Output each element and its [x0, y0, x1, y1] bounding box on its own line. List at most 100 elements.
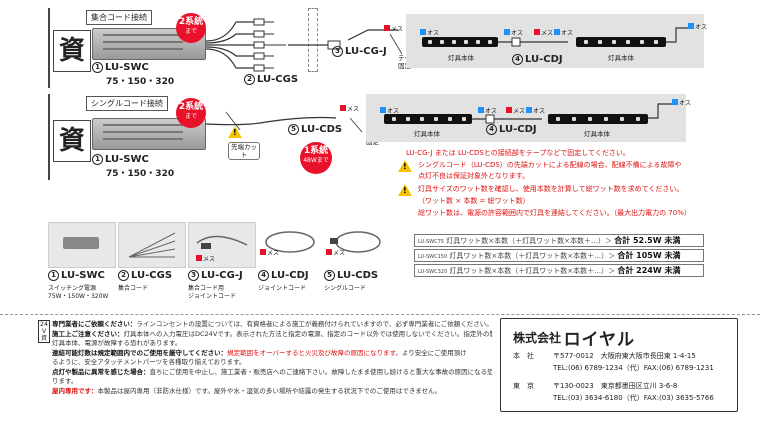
- footer-title: 点灯や製品に異常を感じた場合：: [52, 367, 150, 376]
- prod-desc-5a: シングルコード: [324, 285, 366, 292]
- warn1b: 点灯不良は保証対象外となります。: [418, 172, 530, 180]
- tokyo-label: 東 京: [513, 382, 534, 390]
- osu-label-2: オス: [504, 28, 523, 37]
- section2-kanji: 資: [53, 120, 91, 162]
- mesu-text: メス: [541, 30, 554, 37]
- footer-text: 灯具本体、電源が故障する恐れがあります。: [52, 339, 182, 347]
- num-badge: 4: [258, 270, 269, 281]
- num-badge: 2: [244, 74, 255, 85]
- prod-name: LU-CGS: [131, 270, 173, 281]
- osu-text: オス: [427, 30, 440, 37]
- warning-icon: [398, 160, 412, 172]
- footer-side-tag: 24V 資: [38, 320, 50, 343]
- mesu-text: メス: [203, 256, 216, 263]
- mesu-text: メス: [391, 26, 404, 33]
- mesu-text: メス: [513, 108, 526, 115]
- num-badge: 3: [188, 270, 199, 281]
- osu-text: オス: [485, 108, 498, 115]
- footer-title: 屋内専用です：: [52, 386, 98, 395]
- formula-prefix: LU-SWC320: [418, 269, 448, 275]
- cdj-cable: [498, 37, 568, 47]
- num-badge: 4: [486, 124, 497, 135]
- led-strip-1: [422, 37, 498, 47]
- section1-kanji: 資: [53, 30, 91, 72]
- channel-badge: 2系統 まで: [176, 13, 206, 43]
- formula-row: LU-SWC150 灯具ワット数×本数（＋灯具ワット数×本数＋…）＞ 合計 10…: [414, 249, 704, 262]
- badge-sub: まで: [184, 113, 197, 120]
- tokyo-zip: 〒130-0023 東京都墨田区立川 3-6-8: [553, 382, 678, 390]
- footer-text: るように、安全アタッチメントパーツを各種取り揃えております。: [52, 358, 246, 366]
- end-cable-2: [648, 103, 672, 119]
- cdj-cable-2: [472, 114, 542, 124]
- footer-line3: 連結可能灯数は規定範囲内でのご使用を厳守してください：規定範囲をオーバーすると火…: [52, 349, 492, 359]
- osu-text: オス: [695, 24, 708, 31]
- channel-badge-2: 2系統 まで: [176, 98, 206, 128]
- thumb-cdj: メス: [258, 222, 320, 266]
- badge-main: 2系統: [178, 17, 204, 27]
- formula-prefix: LU-SWC75: [418, 239, 444, 245]
- osu-label-3: オス: [554, 28, 573, 37]
- product-watts: 75・150・320: [106, 77, 175, 87]
- led-strip-3: [384, 114, 472, 124]
- prod-name: LU-CDS: [337, 270, 379, 281]
- num-badge: 5: [288, 124, 299, 135]
- warning-block-2: 灯具サイズのワット数を確認し、使用本数を計算して総ワット数を求めてください。 （…: [398, 184, 691, 217]
- formula-total: 合計 105W 未満: [617, 251, 681, 260]
- prod-desc-4a: ジョイントコード: [258, 285, 307, 292]
- cgj-name: LU-CG-J: [345, 46, 387, 57]
- tape-pointer-2: [349, 117, 363, 133]
- prod-desc-1b: 75W・150W・320W: [48, 293, 109, 300]
- osu-text: オス: [533, 108, 546, 115]
- prod-name: LU-CDJ: [271, 270, 309, 281]
- footer-notes: 専門業者にご依頼ください：ラインコンセントの設置については、有資格者による施工が…: [52, 320, 492, 396]
- footer-text: より安全にご使用頂け: [401, 348, 467, 357]
- badge-sub: まで: [184, 28, 197, 35]
- badge-main: 1系統: [303, 146, 329, 156]
- fixture4-label: 灯具本体: [584, 130, 610, 138]
- warning-block-1: シングルコード（LU-CDS）の先端カットによる配線の場合、配線不備による故障や…: [398, 160, 681, 180]
- tape-pointer: [389, 33, 403, 55]
- osu-text: オス: [387, 108, 400, 115]
- num-badge: 1: [92, 154, 103, 165]
- section2-line: [48, 94, 50, 180]
- formula-expr: 灯具ワット数×本数（＋灯具ワット数×本数＋…）＞: [446, 237, 612, 245]
- section1-tag: 集合コード接続: [86, 10, 152, 25]
- footer-text: 本製品は屋内専用（非防水仕様）です。屋外や水・湿気の多い場所や結露の発生する状況…: [97, 386, 442, 395]
- footer-divider: [0, 314, 760, 316]
- cut-warning-icon: [228, 126, 246, 138]
- footer-line2b: 灯具本体、電源が故障する恐れがあります。: [52, 339, 492, 349]
- num-badge: 4: [512, 54, 523, 65]
- led-strip-4: [548, 114, 648, 124]
- product-watts-2: 75・150・320: [106, 169, 175, 179]
- company-logo: ロイヤル: [563, 330, 636, 350]
- footer-red: 規定範囲をオーバーすると火災及び故障の原因になります。: [227, 348, 402, 357]
- osu-text: オス: [679, 100, 692, 107]
- formula-total: 合計 52.5W 未満: [614, 236, 681, 245]
- warn1a: シングルコード（LU-CDS）の先端カットによる配線の場合、配線不備による故障や: [418, 161, 682, 169]
- osu-label-s2: オス: [380, 106, 399, 115]
- formula-row: LU-SWC75 灯具ワット数×本数（＋灯具ワット数×本数＋…）＞ 合計 52.…: [414, 234, 704, 247]
- prod-desc-1a: スイッチング電源: [48, 285, 97, 292]
- osu-label-s2end: オス: [672, 98, 691, 107]
- section1-line: [48, 8, 50, 88]
- section2: 資 シングルコード接続 2系統 まで 1LU-SWC 75・150・320 先端…: [48, 94, 760, 180]
- tape-fix-note: LU-CG-J または LU-CDSとの接続部をテープなどで固定してください。: [406, 149, 630, 157]
- cgs-cables: [206, 18, 286, 72]
- warn2c: 総ワット数は、電源の許容範囲内で灯具を連結してください。（最大出力電力の 70%…: [418, 209, 691, 217]
- warn2a: 灯具サイズのワット数を確認し、使用本数を計算して総ワット数を求めてください。: [418, 185, 684, 193]
- formula-list: LU-SWC75 灯具ワット数×本数（＋灯具ワット数×本数＋…）＞ 合計 52.…: [414, 234, 704, 277]
- fixture2-label: 灯具本体: [608, 54, 634, 62]
- hq-label: 本 社: [513, 352, 534, 360]
- footer-title: 連結可能灯数は規定範囲内でのご使用を厳守してください：: [52, 348, 228, 357]
- hq-zip: 〒577-0012 大阪府東大阪市長田東 1-4-15: [553, 352, 696, 360]
- cdj-name: LU-CDJ: [525, 54, 563, 65]
- formula-row: LU-SWC320 灯具ワット数×本数（＋灯具ワット数×本数＋…）＞ 合計 22…: [414, 264, 704, 277]
- section2-tag: シングルコード接続: [86, 96, 168, 111]
